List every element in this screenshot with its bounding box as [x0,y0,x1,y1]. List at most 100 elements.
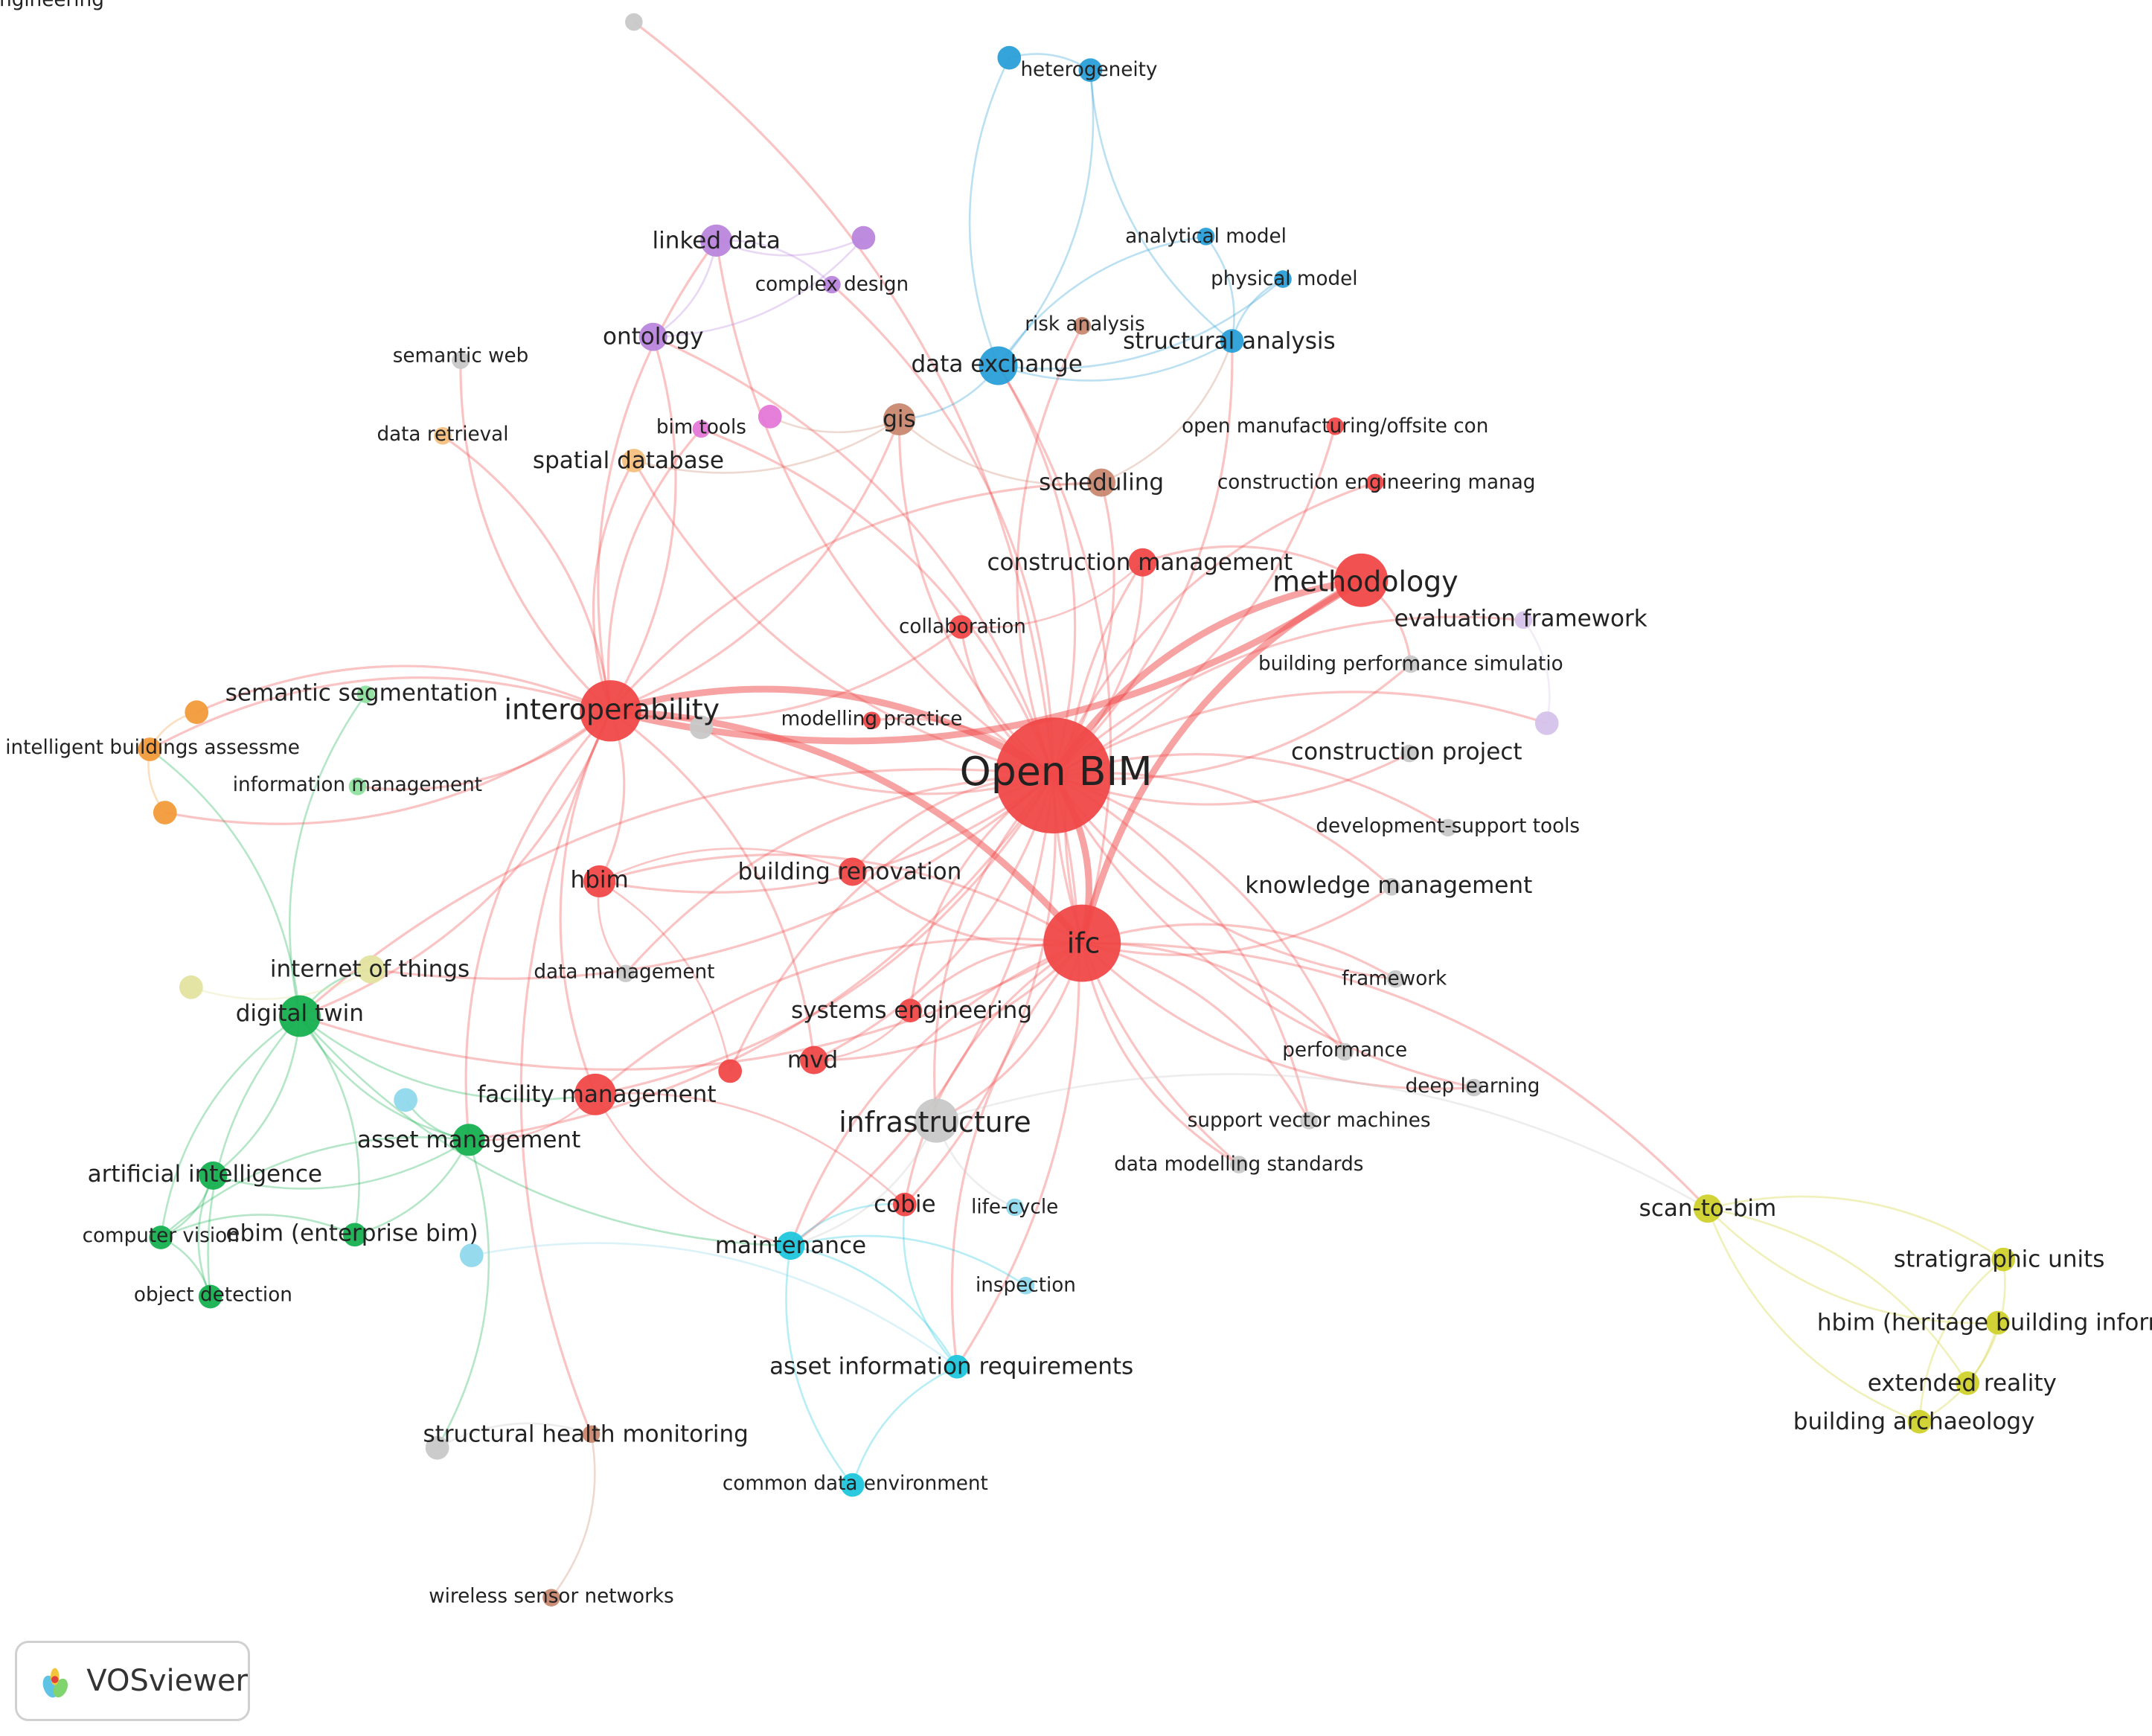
node-spatial-database[interactable] [621,449,646,473]
node-maintenance[interactable] [776,1231,805,1261]
node-extended-reality[interactable] [1956,1371,1980,1395]
node-structural-analysis[interactable] [1220,329,1244,353]
node-open-bim[interactable] [995,717,1112,834]
node-methodology[interactable] [1334,553,1389,607]
node-ebim[interactable] [342,1223,367,1247]
node-intelligent-buildings[interactable] [138,737,162,761]
network-link [371,774,1054,980]
node-semantic-segmentation[interactable] [356,685,375,703]
node-ontology-engineering[interactable] [625,13,643,31]
node-wireless-sensor-networks[interactable] [542,1589,560,1607]
node-light-cyan-dot2[interactable] [459,1243,484,1267]
node-building-archaeology[interactable] [1907,1409,1932,1434]
node-data-modelling-standards[interactable] [1230,1156,1248,1173]
node-complex-design[interactable] [823,275,841,294]
node-development-support[interactable] [1438,819,1457,837]
node-evaluation-framework[interactable] [1514,611,1533,630]
node-facility-management[interactable] [574,1073,617,1115]
node-orange-dot-bottom[interactable] [153,801,177,824]
network-link [598,880,731,1072]
network-link [1918,1258,2005,1422]
network-link [442,435,612,711]
node-cobie[interactable] [892,1192,917,1217]
node-internet-of-things[interactable] [356,955,385,984]
network-link [1101,340,1233,484]
network-link [519,710,612,1435]
node-interoperability[interactable] [580,680,641,742]
node-structural-health-monitoring[interactable] [582,1425,601,1444]
node-semantic-web[interactable] [452,351,470,369]
node-construction-project[interactable] [1400,744,1418,763]
node-open-manufacturing[interactable] [1326,417,1345,435]
node-performance[interactable] [1336,1042,1354,1061]
node-ifc[interactable] [1043,904,1121,982]
network-link [207,1015,301,1297]
node-inspection[interactable] [1016,1276,1035,1295]
node-systems-engineering[interactable] [898,999,923,1022]
node-artificial-intelligence[interactable] [199,1161,228,1190]
node-bim-tools[interactable] [692,420,711,438]
network-link [653,237,865,339]
node-asset-information-requirements[interactable] [945,1354,969,1379]
node-construction-engineering[interactable] [1366,473,1384,492]
node-computer-vision[interactable] [149,1226,173,1249]
node-pale-dot[interactable] [179,975,203,999]
node-label-asset-management: asset management [357,1127,580,1153]
node-gray-dot-mid[interactable] [689,715,714,740]
network-link [298,1015,791,1247]
network-link [190,968,372,1000]
node-label-construction-engineering: construction engineering manag [1217,472,1536,494]
node-risk-analysis[interactable] [1073,317,1092,335]
node-red-dot-small[interactable] [718,1059,743,1083]
node-label-hbim: hbim [571,867,629,894]
node-label-digital-twin: digital twin [236,1000,364,1027]
node-building-renovation[interactable] [838,857,867,886]
node-infrastructure[interactable] [914,1098,959,1143]
node-light-cyan-dot[interactable] [394,1088,417,1112]
node-purple-dot[interactable] [851,225,876,250]
vosviewer-logo-icon [42,1668,68,1698]
node-heterogeneity[interactable] [1078,58,1103,83]
node-mvd[interactable] [799,1045,828,1074]
node-deep-learning[interactable] [1465,1078,1483,1097]
network-link [790,1244,958,1368]
node-gis[interactable] [883,403,916,436]
node-common-data-environment[interactable] [840,1473,865,1497]
node-life-cycle[interactable] [1005,1198,1024,1217]
node-blue-dot-top[interactable] [997,45,1022,70]
node-modelling-practice[interactable] [862,711,881,730]
node-object-detection[interactable] [198,1284,222,1309]
node-orange-dot-top[interactable] [185,700,209,725]
node-support-vector-machines[interactable] [1300,1112,1318,1130]
node-framework[interactable] [1386,970,1405,988]
node-label-heterogeneity: heterogeneity [1020,59,1157,81]
network-link [1707,1208,1998,1325]
node-information-management[interactable] [348,778,367,795]
node-data-retrieval[interactable] [434,426,452,445]
node-pink-dot[interactable] [758,405,782,429]
node-construction-management[interactable] [1128,548,1157,577]
node-hbim[interactable] [583,865,616,898]
node-stratigraphic-units[interactable] [1991,1247,2016,1272]
node-hbim-heritage[interactable] [1985,1310,2010,1335]
node-ontology[interactable] [638,322,667,351]
node-collaboration[interactable] [949,615,973,639]
node-knowledge-management[interactable] [1383,878,1400,896]
node-label-maintenance: maintenance [715,1232,866,1259]
node-linked-data[interactable] [700,224,733,257]
network-link [436,1139,490,1449]
node-scan-to-bim[interactable] [1693,1194,1722,1223]
node-label-physical-model: physical model [1211,268,1357,290]
node-asset-management[interactable] [452,1124,485,1156]
node-building-performance[interactable] [1402,655,1420,673]
node-scheduling[interactable] [1087,468,1116,497]
node-digital-twin[interactable] [278,995,321,1037]
node-lavender-dot[interactable] [1534,711,1559,735]
node-label-asset-information-requirements: asset information requirements [769,1354,1133,1380]
node-data-management[interactable] [616,964,635,983]
node-data-exchange[interactable] [979,346,1018,385]
node-physical-model[interactable] [1274,270,1292,288]
node-gray-dot-low[interactable] [425,1435,449,1460]
node-label-wireless-sensor-networks: wireless sensor networks [429,1585,674,1607]
node-analytical-model[interactable] [1197,228,1215,246]
